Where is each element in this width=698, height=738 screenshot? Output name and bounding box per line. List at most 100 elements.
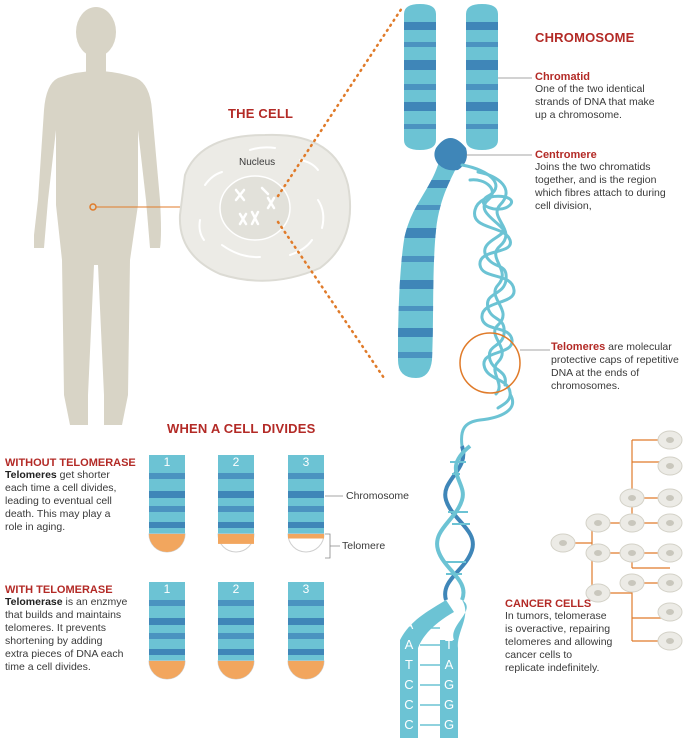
cancer-cell-nucleus-9 [666, 437, 674, 443]
telomeres-line-1: protective caps of repetitive [551, 354, 679, 366]
without-telomerase-block: WITHOUT TELOMERASE Telomeres get shorter… [5, 457, 145, 534]
with-telomerase-title: WITH TELOMERASE [5, 584, 113, 596]
cancer-cell-nucleus-6 [594, 590, 602, 596]
telomeres-callout: Telomeres are molecular protective caps … [551, 341, 696, 393]
without-strip-2 [217, 455, 255, 553]
cancer-line-5: replicate indefinitely. [505, 662, 600, 674]
cancer-cell-nucleus-1 [559, 540, 567, 546]
centromere-line-3: which fibres attach to during [535, 187, 666, 199]
telomeres-line-2: DNA at the ends of [551, 367, 640, 379]
without-telomere-cap-1 [149, 534, 185, 552]
dna-base-left-6: C [404, 717, 414, 732]
chromatid-line-3: up a chromosome. [535, 109, 622, 121]
with-line-0-rest: is an enzmye [62, 596, 128, 608]
with-line-3: shortening by adding [5, 635, 103, 647]
dna-base-right-1: T [445, 617, 453, 632]
strip-number-top-3: 3 [302, 455, 310, 469]
cancer-cell-tree [550, 430, 683, 651]
with-line-4: extra pieces of DNA each [5, 648, 124, 660]
without-telomere-cap-2 [218, 534, 254, 544]
centromere-term: Centromere [535, 149, 597, 161]
dna-base-right-3: A [444, 657, 454, 672]
with-telomerase-block: WITH TELOMERASE Telomerase is an enzmye … [5, 584, 145, 674]
without-strip-1 [148, 455, 186, 553]
centromere-line-4: cell division, [535, 200, 592, 212]
centromere-knot [434, 138, 467, 171]
zoom-dotted-line-bottom [276, 220, 386, 380]
cancer-cell-nucleus-5 [628, 520, 636, 526]
cancer-cell-nucleus-2 [594, 520, 602, 526]
chromatid-term: Chromatid [535, 71, 590, 83]
chromosome-illustration [398, 4, 521, 447]
with-telomere-cap-3 [288, 661, 324, 679]
dna-base-right-6: G [443, 717, 455, 732]
uncoiled-dna-strand [460, 163, 516, 410]
without-line-0-rest: get shorter [56, 469, 110, 481]
cancer-cells-title: CANCER CELLS [505, 598, 592, 610]
cancer-cell-nucleus-7 [628, 550, 636, 556]
dna-base-right-5: G [443, 697, 455, 712]
with-strip-3 [287, 582, 325, 680]
cancer-cell-nucleus-3 [628, 495, 636, 501]
strip-number-bottom-2: 2 [232, 582, 240, 596]
centromere-callout: Centromere Joins the two chromatids toge… [535, 149, 697, 213]
chromatid-lower-arm [398, 150, 460, 378]
cancer-cell-nucleus-12 [666, 520, 674, 526]
dna-base-left-4: C [404, 677, 414, 692]
centromere-line-1: Joins the two chromatids [535, 161, 651, 173]
with-term: Telomerase [5, 596, 63, 608]
cancer-cell-nucleus-8 [628, 580, 636, 586]
nucleus-chromosomes [234, 186, 276, 226]
dna-double-helix [400, 444, 475, 738]
cancer-cell-nucleus-4 [594, 550, 602, 556]
cancer-line-3: telomeres and allowing [505, 636, 613, 648]
cell-illustration [178, 133, 352, 282]
chromosome-strip-label: Chromosome [346, 490, 410, 502]
chromosome-section-title: CHROMOSOME [535, 30, 635, 45]
with-strip-1 [148, 582, 186, 680]
zoom-dotted-line-top [276, 6, 404, 198]
without-telomere-cap-3 [288, 534, 324, 539]
telomere-strip-bracket [325, 533, 340, 559]
with-strip-2 [217, 582, 255, 680]
chromatid-line-2: strands of DNA that make [535, 96, 655, 108]
strip-number-bottom-3: 3 [302, 582, 310, 596]
without-telomerase-title: WITHOUT TELOMERASE [5, 457, 136, 469]
without-line-4: role in aging. [5, 521, 66, 533]
with-line-0: Telomerase is an enzmye [5, 596, 145, 609]
cancer-cell-nucleus-14 [666, 580, 674, 586]
cancer-line-2: is overactive, repairing [505, 623, 611, 635]
telomere-highlight-circle [459, 332, 521, 394]
strip-number-top-1: 1 [163, 455, 171, 469]
with-line-5: time a cell divides. [5, 661, 91, 673]
cancer-cell-nucleus-16 [666, 638, 674, 644]
base-pair-rungs [420, 627, 440, 726]
with-telomere-cap-1 [149, 661, 185, 679]
without-term: Telomeres [5, 469, 57, 481]
cancer-cell-nucleus-15 [666, 609, 674, 615]
chromatid-callout: Chromatid One of the two identical stran… [535, 71, 695, 122]
with-line-2: telomeres. It prevents [5, 622, 106, 634]
cancer-line-1: In tumors, telomerase [505, 610, 607, 622]
without-line-3: death. This may play a [5, 508, 111, 520]
dna-base-left-1: A [404, 617, 414, 632]
with-line-1: that builds and maintains [5, 609, 122, 621]
dna-base-right-2: T [445, 637, 453, 652]
cell-section-title: THE CELL [228, 106, 294, 121]
strip-number-top-2: 2 [232, 455, 240, 469]
without-line-0: Telomeres get shorter [5, 469, 145, 482]
human-body-figure [34, 7, 161, 425]
dna-base-left-5: C [404, 697, 414, 712]
chromatid-left-arm [404, 4, 436, 150]
dna-base-right-4: G [443, 677, 455, 692]
dna-base-left-3: T [405, 657, 413, 672]
chromatid-line-1: One of the two identical [535, 83, 645, 95]
dna-base-left-2: A [404, 637, 414, 652]
strip-number-bottom-1: 1 [163, 582, 171, 596]
without-line-2: leading to eventual cell [5, 495, 112, 507]
telomeres-term: Telomeres [551, 341, 606, 353]
cancer-cell-nucleus-13 [666, 550, 674, 556]
